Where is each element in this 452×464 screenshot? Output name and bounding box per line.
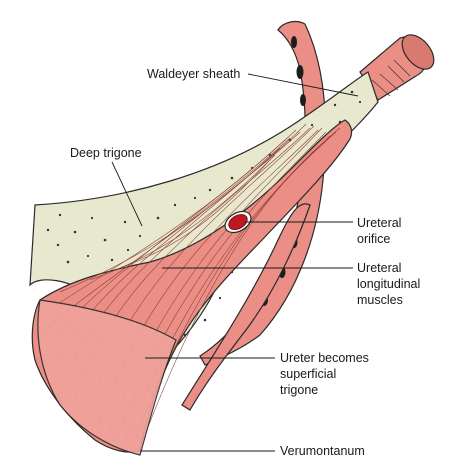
superficial-trigone-lobe [37,299,177,456]
label-longitudinal-muscles-line1: Ureteral [357,261,401,275]
label-superficial-trigone-line1: Ureter becomes [280,351,369,365]
ureter-entry-tube [359,34,435,101]
label-deep-trigone: Deep trigone [70,146,142,160]
label-longitudinal-muscles-line3: muscles [357,293,403,307]
ureter-lower-loop [181,203,311,411]
label-superficial-trigone-line3: trigone [280,383,318,397]
label-verumontanum: Verumontanum [280,444,365,458]
ureteral-orifice-shape [224,210,252,234]
label-ureteral-orifice-line1: Ureteral [357,216,401,230]
label-ureteral-orifice-line2: orifice [357,232,390,246]
leader-lines [111,73,359,452]
label-waldeyer-sheath: Waldeyer sheath [147,67,240,81]
label-longitudinal-muscles-line2: longitudinal [357,277,420,291]
label-superficial-trigone-line2: superficial [280,367,336,381]
